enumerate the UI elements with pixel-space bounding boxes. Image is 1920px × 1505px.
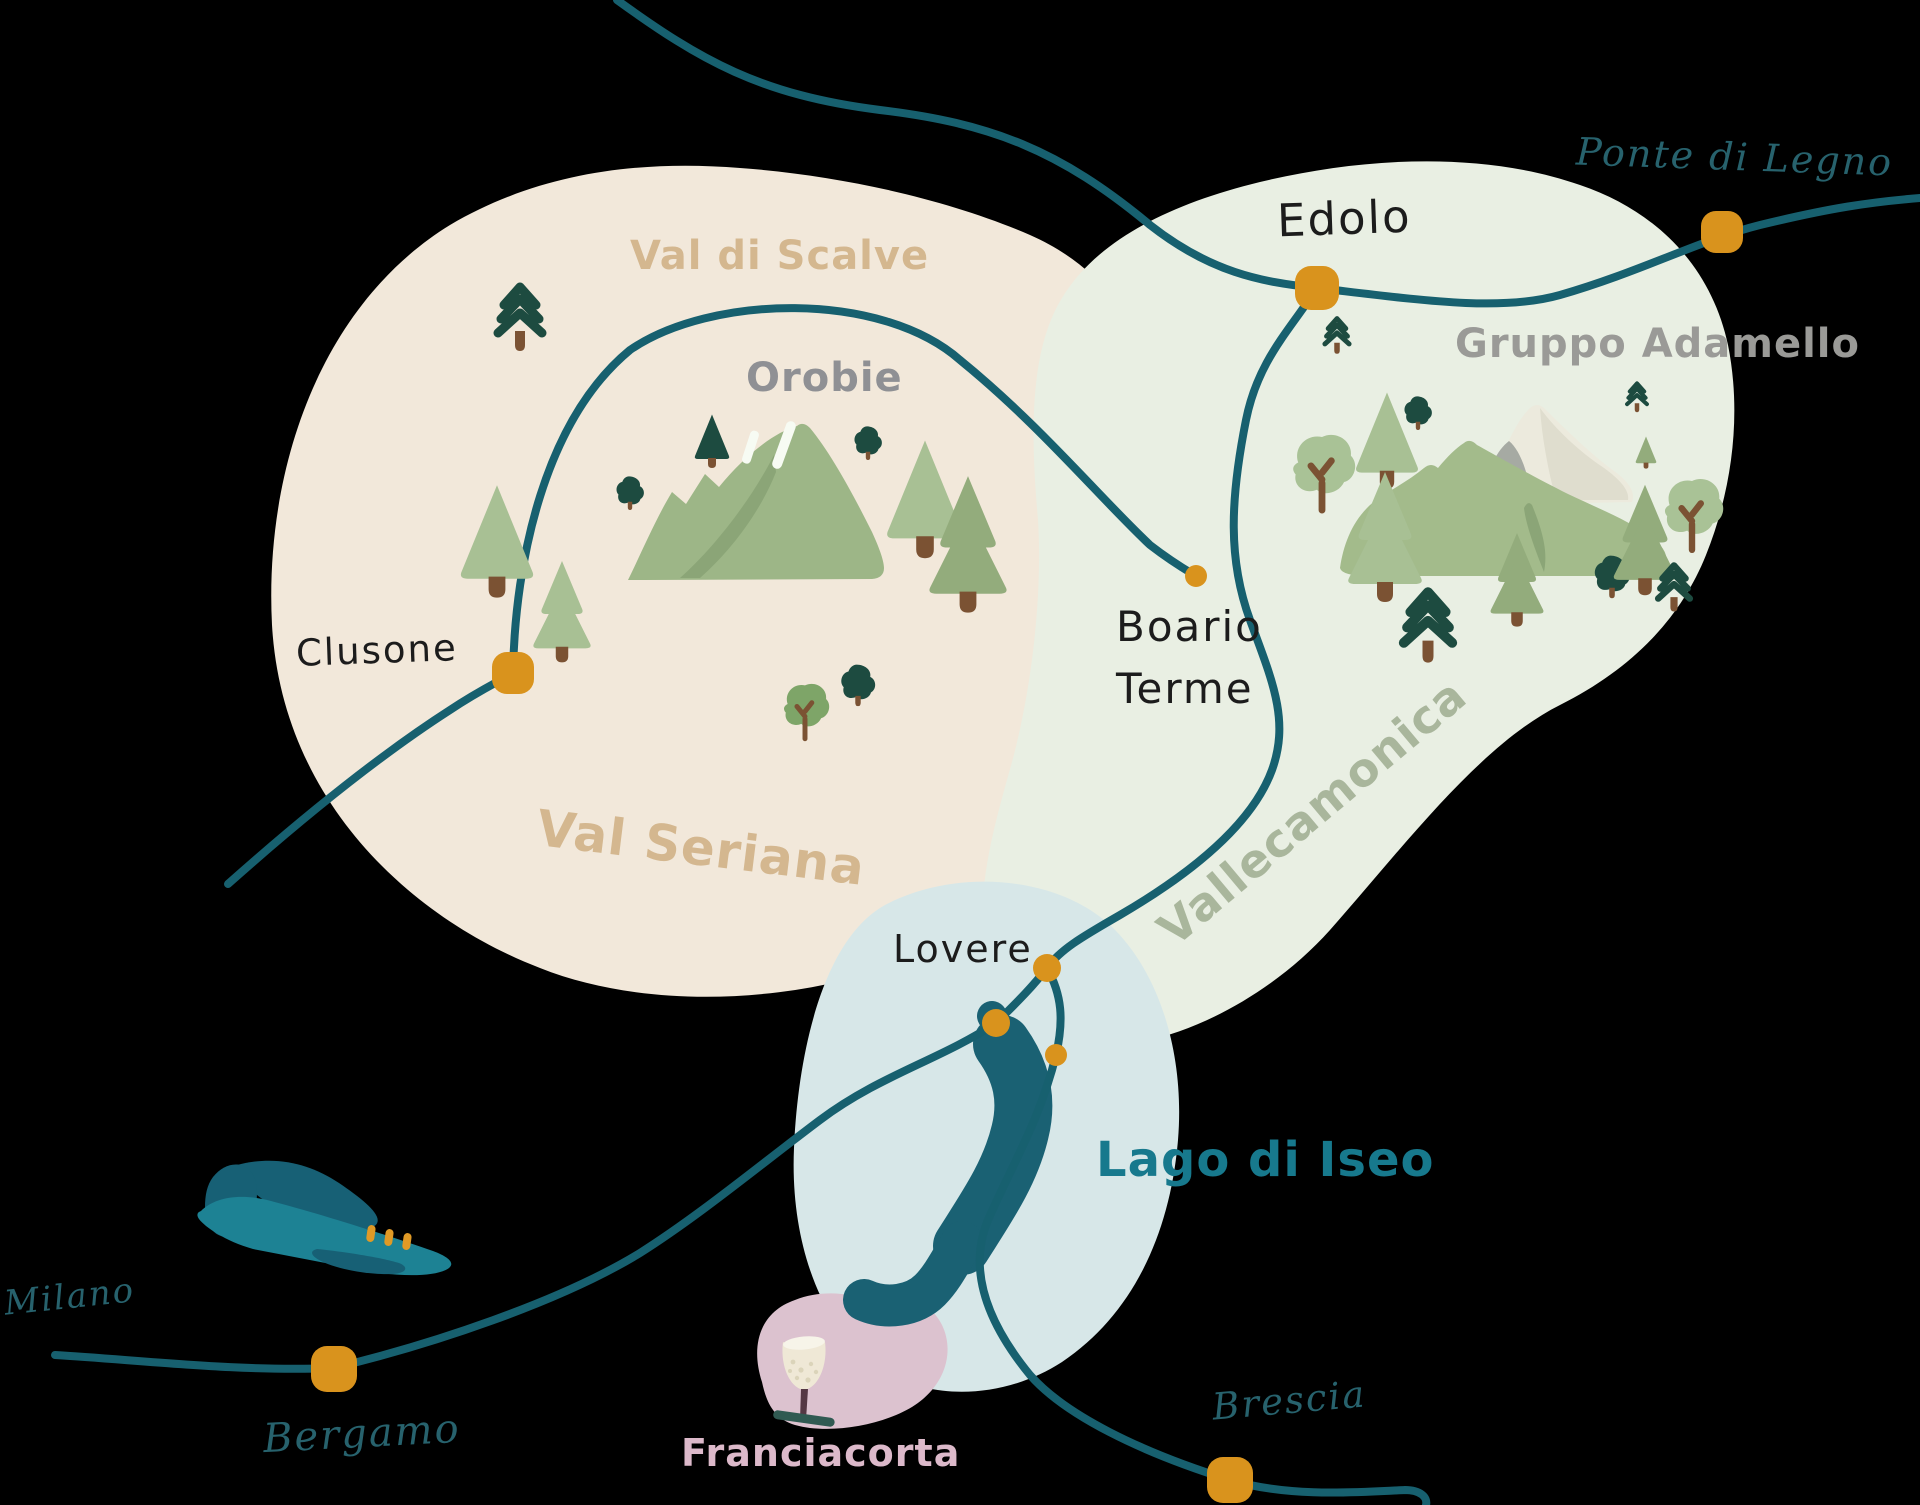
adamello-mountain-icon [1340,405,1667,576]
region-label-lago-di-iseo: Lago di Iseo [1096,1132,1435,1188]
town-label-boario-terme: Boario Terme [1116,596,1263,720]
town-marker-bergamo [311,1346,357,1392]
region-label-val-di-scalve: Val di Scalve [630,233,930,279]
road-west-clusone [224,669,517,888]
road-clusone-boario [509,304,1200,677]
road-edolo-ponte [1313,194,1920,308]
wine-glass-icon [773,1336,835,1427]
town-marker-boario-terme [1185,565,1207,587]
town-marker-brescia [1207,1457,1253,1503]
mountain-label-orobie: Orobie [746,355,903,401]
town-marker-lakeside [1045,1044,1067,1066]
road-lovere-bergamo [329,1019,1000,1372]
lago-di-iseo-region-shape [793,881,1180,1392]
road-milano-bergamo [51,1351,337,1373]
town-label-clusone: Clusone [295,626,459,675]
town-markers [311,211,1743,1503]
town-marker-lovere [982,1009,1010,1037]
road-edolo-lovere [1043,284,1321,972]
road-north [613,0,1321,292]
mountain-label-gruppo-adamello: Gruppo Adamello [1455,321,1860,367]
town-label-boario-terme-line2: Terme [1116,664,1254,713]
town-marker-lovere-junction [1033,954,1061,982]
town-marker-ponte-di-legno [1701,211,1743,253]
vallecamonica-region-shape [982,161,1735,1046]
orobie-mountain-icon [628,421,884,580]
town-label-edolo: Edolo [1276,189,1413,248]
town-label-lovere: Lovere [893,927,1033,971]
town-label-ponte-di-legno: Ponte di Legno [1575,129,1894,185]
town-label-boario-terme-line1: Boario [1116,602,1263,651]
town-label-bergamo: Bergamo [261,1405,462,1463]
airplane-icon [197,1160,452,1276]
road-lake-brescia [975,1051,1431,1505]
region-label-franciacorta: Franciacorta [681,1431,961,1475]
town-marker-clusone [492,652,534,694]
val-seriana-region-shape [271,165,1153,997]
town-marker-edolo [1295,266,1339,310]
